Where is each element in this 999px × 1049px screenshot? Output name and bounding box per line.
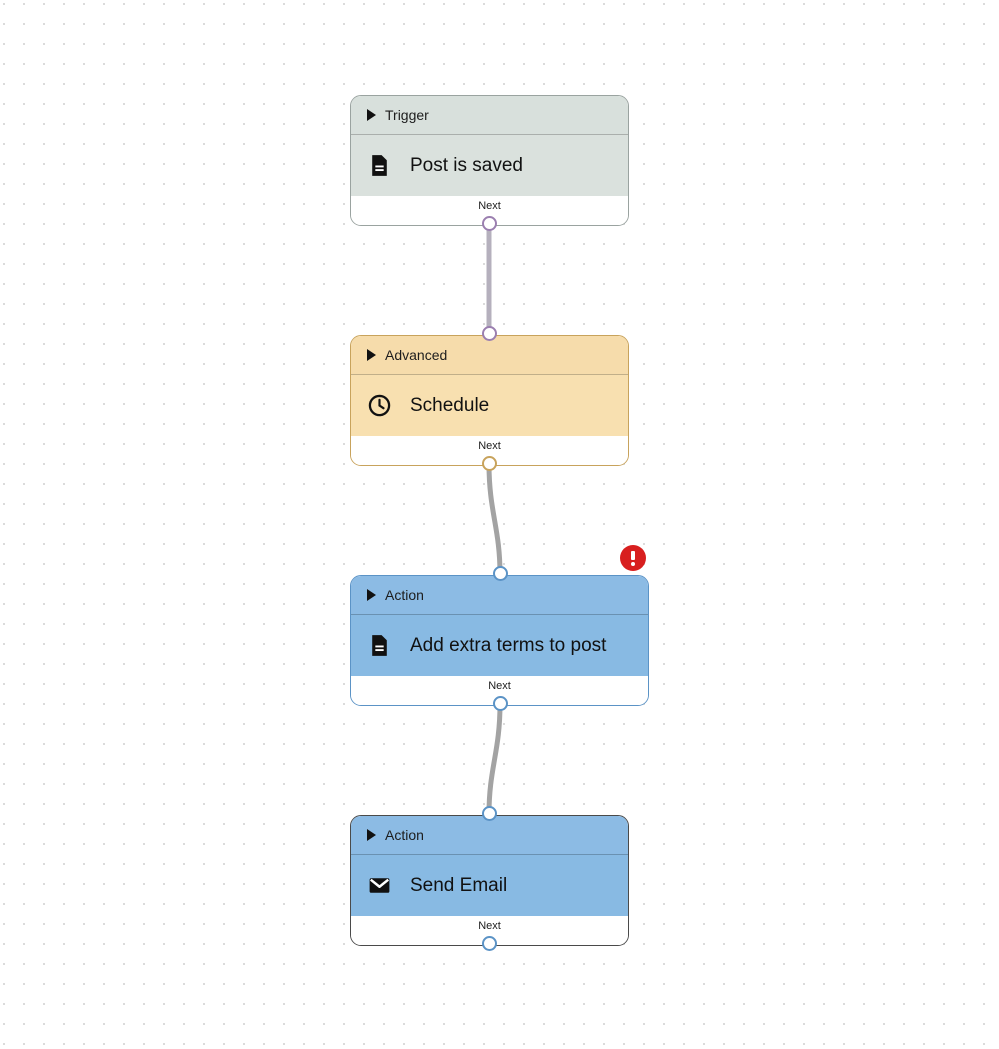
node-operation-label: Add extra terms to post bbox=[410, 635, 607, 656]
node-type-label: Advanced bbox=[385, 347, 448, 363]
workflow-node-advanced[interactable]: Advanced Schedule Next bbox=[350, 335, 629, 466]
node-header-advanced[interactable]: Advanced bbox=[351, 336, 628, 374]
next-label: Next bbox=[488, 680, 511, 692]
node-error-badge[interactable] bbox=[620, 545, 646, 571]
workflow-node-trigger[interactable]: Trigger Post is saved Next bbox=[350, 95, 629, 226]
node-body-action-terms[interactable]: Add extra terms to post bbox=[351, 614, 648, 676]
output-port-advanced[interactable] bbox=[482, 456, 497, 471]
next-label: Next bbox=[478, 440, 501, 452]
next-label: Next bbox=[478, 920, 501, 932]
document-icon bbox=[372, 155, 387, 176]
node-header-action-terms[interactable]: Action bbox=[351, 576, 648, 614]
node-type-label: Action bbox=[385, 827, 424, 843]
next-label: Next bbox=[478, 200, 501, 212]
disclosure-triangle-icon[interactable] bbox=[367, 589, 376, 601]
clock-icon bbox=[368, 394, 391, 417]
disclosure-triangle-icon[interactable] bbox=[367, 349, 376, 361]
node-type-label: Trigger bbox=[385, 107, 429, 123]
node-body-advanced[interactable]: Schedule bbox=[351, 374, 628, 436]
node-type-label: Action bbox=[385, 587, 424, 603]
output-port-action-terms[interactable] bbox=[493, 696, 508, 711]
edge-advanced-to-action-terms bbox=[486, 461, 503, 577]
node-body-trigger[interactable]: Post is saved bbox=[351, 134, 628, 196]
document-icon bbox=[372, 635, 387, 656]
node-header-action-send-email[interactable]: Action bbox=[351, 816, 628, 854]
exclamation-icon bbox=[631, 551, 635, 560]
envelope-icon bbox=[369, 878, 390, 893]
edge-action-terms-to-send-email bbox=[486, 701, 503, 817]
output-port-trigger[interactable] bbox=[482, 216, 497, 231]
input-port-advanced[interactable] bbox=[482, 326, 497, 341]
input-port-action-terms[interactable] bbox=[493, 566, 508, 581]
input-port-action-send-email[interactable] bbox=[482, 806, 497, 821]
node-operation-label: Schedule bbox=[410, 395, 490, 416]
node-body-action-send-email[interactable]: Send Email bbox=[351, 854, 628, 916]
exclamation-dot bbox=[631, 562, 635, 566]
workflow-node-action-add-extra-terms[interactable]: Action Add extra terms to post Next bbox=[350, 575, 649, 706]
disclosure-triangle-icon[interactable] bbox=[367, 829, 376, 841]
disclosure-triangle-icon[interactable] bbox=[367, 109, 376, 121]
output-port-action-send-email[interactable] bbox=[482, 936, 497, 951]
node-operation-label: Send Email bbox=[410, 875, 508, 896]
node-operation-label: Post is saved bbox=[410, 155, 523, 176]
workflow-node-action-send-email[interactable]: Action Send Email Next bbox=[350, 815, 629, 946]
node-header-trigger[interactable]: Trigger bbox=[351, 96, 628, 134]
